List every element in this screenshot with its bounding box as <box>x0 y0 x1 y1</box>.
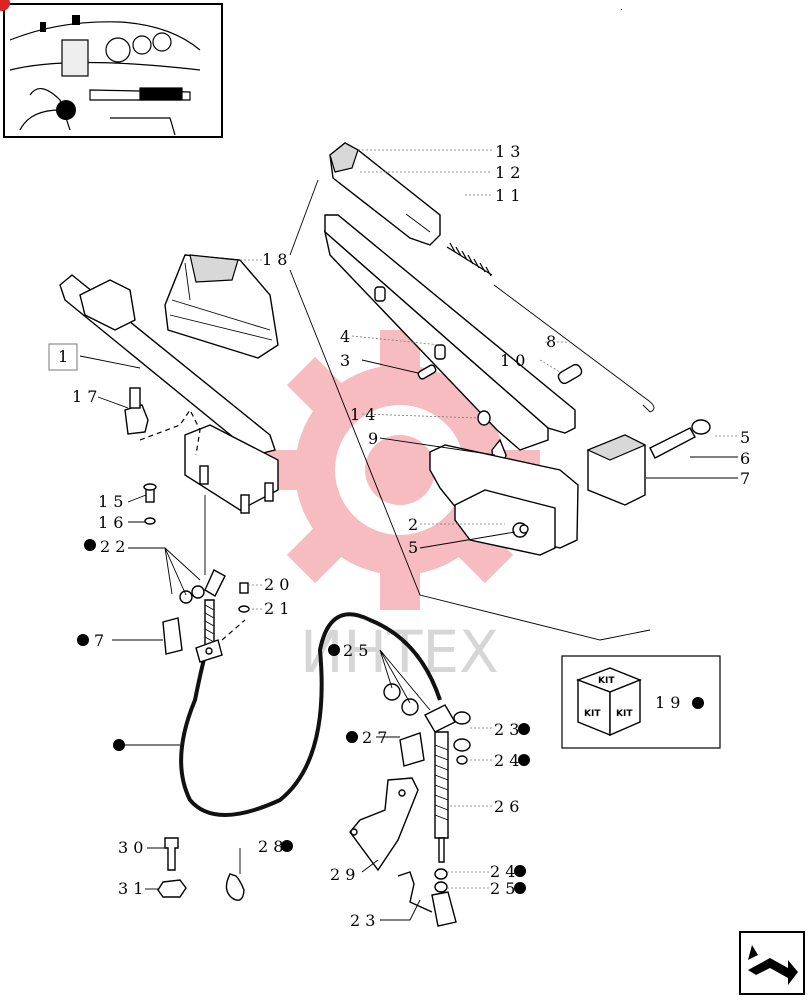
svg-text:KIT: KIT <box>598 676 615 686</box>
right-cable-end <box>349 683 471 927</box>
bullet-marker <box>346 731 358 743</box>
left-lever-assembly <box>59 274 279 575</box>
svg-text:KIT: KIT <box>584 709 601 719</box>
callout-22: 2 2 <box>100 537 125 556</box>
callout-5b: 5 <box>408 538 418 557</box>
callout-11: 1 1 <box>495 186 520 205</box>
callout-31: 3 1 <box>118 879 143 898</box>
bullet-marker <box>514 865 526 877</box>
bullet-marker <box>77 634 89 646</box>
callout-7a: 7 <box>740 469 750 488</box>
upper-lever-assembly <box>323 142 711 556</box>
callout-labels: 1 3 1 2 1 1 1 8 4 8 3 1 0 1 4 9 5 6 7 2 … <box>48 142 750 930</box>
bullet-marker <box>281 840 293 852</box>
callout-21: 2 1 <box>264 599 289 618</box>
callout-13: 1 3 <box>495 142 520 161</box>
spring-part <box>446 242 493 277</box>
red-corner-marker-icon <box>0 0 10 11</box>
callout-6: 6 <box>740 449 750 468</box>
callout-8: 8 <box>546 332 556 351</box>
rubber-boot <box>164 254 279 359</box>
callout-3: 3 <box>340 351 350 370</box>
bullet-marker <box>692 697 704 709</box>
brake-cable <box>179 612 442 817</box>
callout-26: 2 6 <box>494 797 519 816</box>
callout-20: 2 0 <box>264 575 289 594</box>
next-page-arrow-icon[interactable] <box>739 931 805 995</box>
callout-10: 1 0 <box>500 351 525 370</box>
kit-reference-box[interactable]: KIT KIT KIT 1 9 <box>561 655 721 749</box>
callout-15: 1 5 <box>98 492 123 511</box>
callout-7b: 7 <box>94 631 104 650</box>
leader-lines <box>79 149 738 921</box>
callout-27: 2 7 <box>362 728 387 747</box>
callout-28: 2 8 <box>258 837 283 856</box>
kit-box-icon: KIT KIT KIT <box>576 667 642 737</box>
callout-17: 1 7 <box>72 387 97 406</box>
callout-14: 1 4 <box>350 405 375 424</box>
bullet-marker <box>328 644 340 656</box>
bullet-marker <box>514 882 526 894</box>
callout-1-box <box>48 343 78 371</box>
callout-24b: 2 4 <box>490 862 515 881</box>
bolt-nut-clip <box>157 837 245 901</box>
callout-4: 4 <box>340 327 350 346</box>
callout-5a: 5 <box>740 428 750 447</box>
callout-16: 1 6 <box>98 513 123 532</box>
callout-18: 1 8 <box>262 250 287 269</box>
callout-9: 9 <box>368 429 378 448</box>
callout-29: 2 9 <box>330 865 355 884</box>
callout-1: 1 <box>58 347 68 366</box>
bullet-marker <box>518 723 530 735</box>
callout-2: 2 <box>408 515 418 534</box>
callout-12: 1 2 <box>495 163 520 182</box>
left-cable-end <box>162 569 250 663</box>
callout-24a: 2 4 <box>494 751 519 770</box>
svg-text:KIT: KIT <box>616 709 633 719</box>
stray-dot: . <box>620 3 623 12</box>
bullet-marker <box>84 539 96 551</box>
thumbnail-dashboard[interactable] <box>0 0 223 138</box>
bullet-marker <box>113 739 125 751</box>
bullet-marker <box>518 754 530 766</box>
callout-19: 1 9 <box>655 693 680 712</box>
callout-25a: 2 5 <box>343 641 368 660</box>
callout-23b: 2 3 <box>350 911 375 930</box>
callout-23a: 2 3 <box>494 720 519 739</box>
callout-25b: 2 5 <box>490 879 515 898</box>
callout-30: 3 0 <box>118 838 143 857</box>
